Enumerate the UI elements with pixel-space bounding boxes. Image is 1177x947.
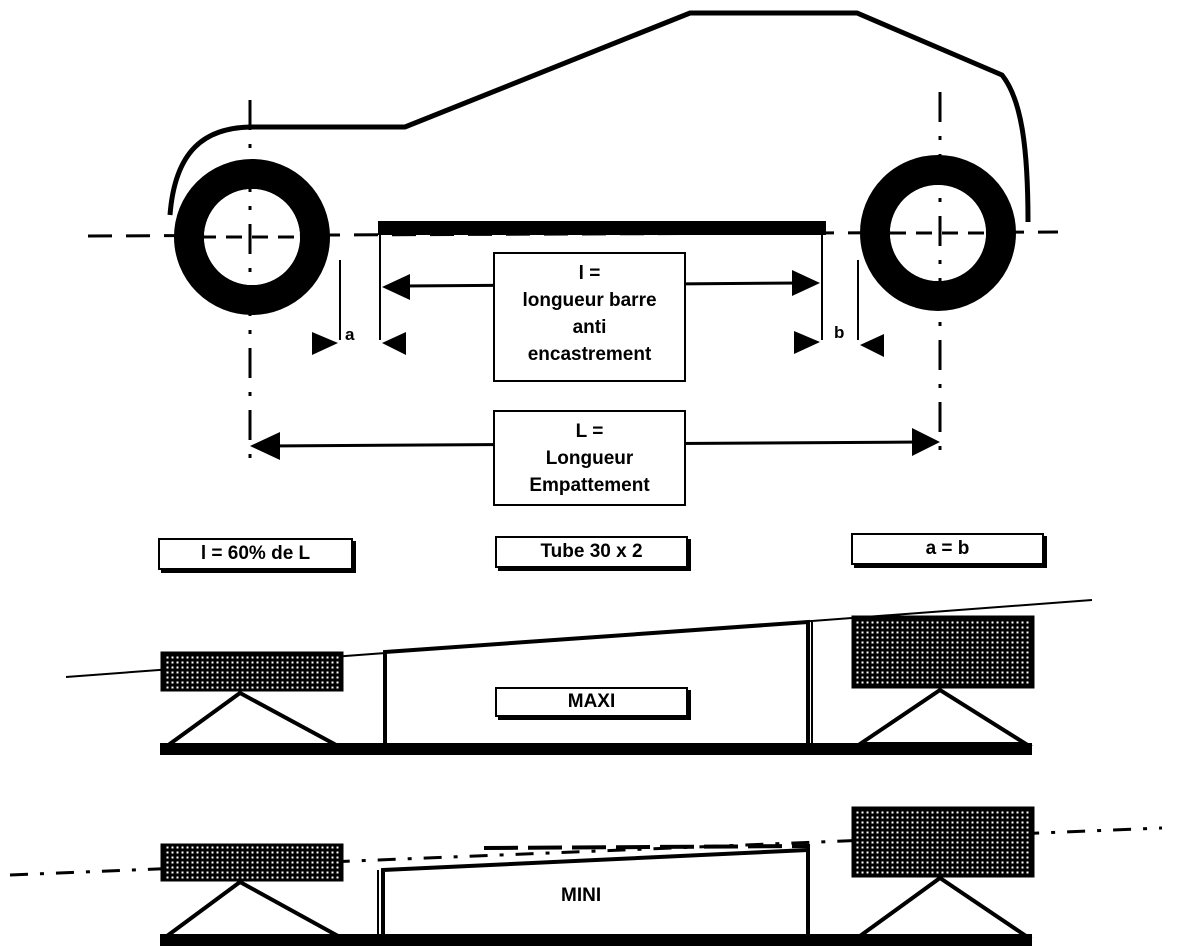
mini-left-pad — [160, 843, 344, 882]
gap-a-arrowhead-right — [382, 332, 406, 355]
maxi-left-support — [160, 690, 339, 748]
mini-label: MINI — [561, 885, 602, 906]
mini-right-support — [853, 875, 1033, 938]
bar-length-label-box: l = longueur barre anti encastrement — [493, 252, 686, 382]
rule-length-box: l = 60% de L — [158, 538, 353, 570]
ramp-setup-maxi — [65, 599, 1093, 755]
maxi-label-box: MAXI — [495, 687, 688, 717]
gap-b-arrowhead-right — [860, 334, 884, 357]
car-side-view — [87, 10, 1059, 460]
bar-length-label-line1: l = — [578, 263, 601, 284]
bar-length-label-line2: longueur barre — [522, 290, 657, 311]
mini-left-support — [160, 879, 339, 938]
wheelbase-label-box: L = Longueur Empattement — [493, 410, 686, 506]
gap-a-label: a — [345, 325, 355, 344]
bar-length-arrowhead-right — [792, 270, 820, 296]
rear-tire — [860, 155, 1016, 311]
rear-rim — [890, 185, 986, 281]
wheelbase-label-line1: L = — [575, 421, 604, 442]
bar-length-arrowhead-left — [382, 274, 410, 300]
rule-tube-box: Tube 30 x 2 — [495, 536, 688, 568]
maxi-bar-profile — [383, 619, 810, 748]
car-body-outline — [167, 10, 1031, 223]
wheelbase-label-line3: Empattement — [529, 475, 650, 496]
front-tire — [174, 159, 330, 315]
wheelbase-arrowhead-right — [912, 428, 940, 456]
gap-b-arrowhead-left — [794, 331, 820, 354]
maxi-base-plate — [160, 743, 1032, 755]
mini-bar-top-dashed — [483, 844, 811, 850]
rule-equal-box: a = b — [851, 533, 1044, 565]
bar-length-label-line3: anti — [572, 317, 607, 338]
anti-wedge-bar — [378, 221, 826, 235]
bar-length-label-line4: encastrement — [527, 344, 652, 365]
maxi-right-pad — [851, 615, 1035, 689]
maxi-left-pad — [160, 651, 344, 692]
gap-b-label: b — [834, 323, 845, 342]
wheelbase-arrowhead-left — [250, 432, 280, 460]
wheelbase-label-line2: Longueur — [545, 448, 634, 469]
mini-right-pad — [851, 806, 1035, 878]
maxi-right-support — [853, 687, 1033, 746]
ramp-setup-mini — [9, 806, 1163, 946]
mini-base-plate — [160, 934, 1032, 946]
gap-a-arrowhead-left — [312, 332, 338, 355]
rear-wheel — [860, 155, 1016, 311]
